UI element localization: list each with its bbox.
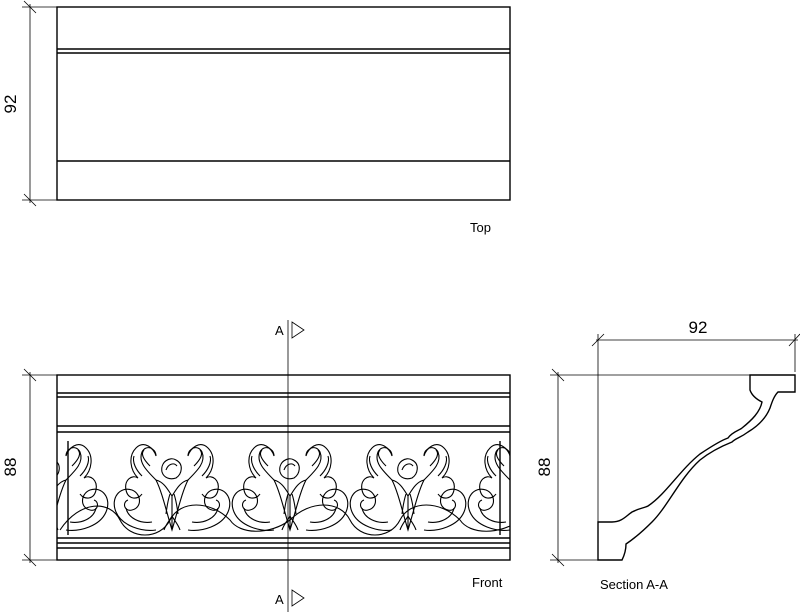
front-view-dimension-label: 88	[1, 458, 20, 477]
front-view-dimension	[22, 368, 57, 567]
top-view	[56, 6, 511, 201]
top-view-dimension-label: 92	[1, 95, 20, 114]
section-width-label: 92	[689, 318, 708, 337]
top-view-outline	[56, 6, 511, 201]
acanthus-ornament	[231, 444, 349, 531]
section-view-label: Section A-A	[600, 577, 668, 592]
acanthus-ornament	[467, 444, 510, 531]
cornice-profile-outline	[597, 374, 796, 561]
section-width-dimension	[591, 333, 800, 560]
top-view-label: Top	[470, 220, 491, 235]
section-line-a	[287, 320, 305, 612]
acanthus-ornament-frieze	[57, 444, 510, 536]
front-view-outline	[56, 374, 511, 561]
section-arrow-bottom	[291, 589, 305, 607]
acanthus-ornament	[349, 444, 467, 531]
section-marker-top: A	[275, 323, 284, 338]
section-arrow-top	[291, 321, 305, 339]
top-view-dimension	[22, 0, 57, 207]
front-view	[56, 374, 511, 561]
section-height-label: 88	[535, 458, 554, 477]
front-view-label: Front	[472, 575, 503, 590]
section-marker-bottom: A	[275, 592, 284, 607]
section-profile	[597, 374, 796, 561]
section-height-dimension	[550, 368, 750, 567]
